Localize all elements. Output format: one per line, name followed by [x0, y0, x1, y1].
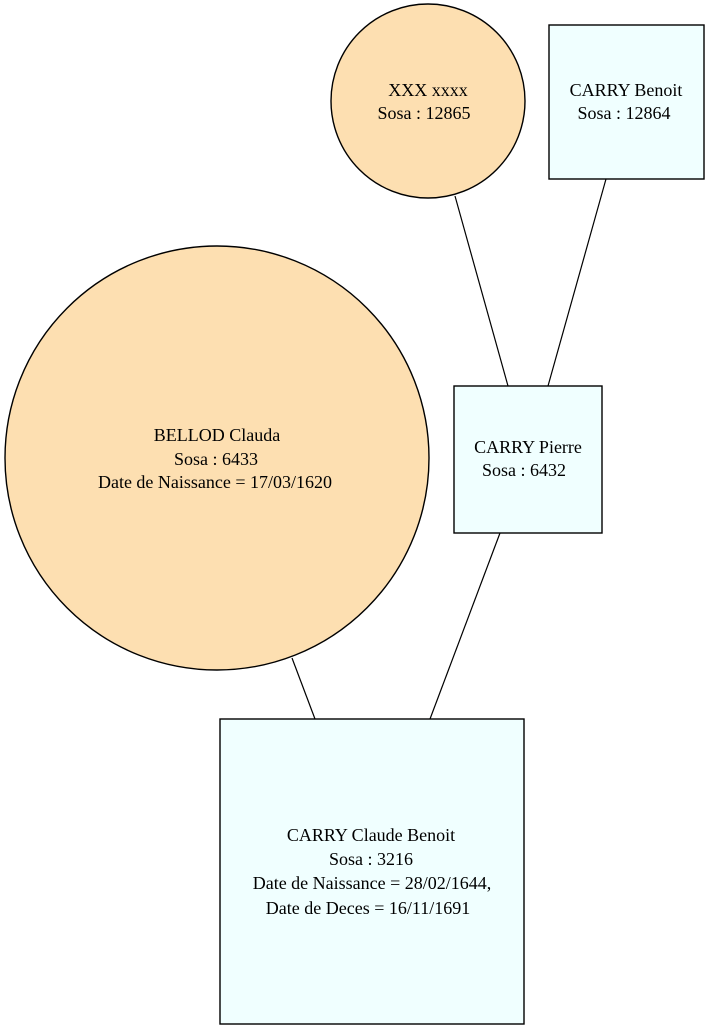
- person-name: CARRY Pierre: [474, 437, 582, 457]
- male-node-shape: [219, 718, 525, 1025]
- person-name: CARRY Benoit: [570, 80, 683, 100]
- person-node-xxx[interactable]: XXX xxxx Sosa : 12865: [330, 3, 526, 199]
- person-death-date: Date de Deces = 16/11/1691: [266, 898, 470, 918]
- male-node-shape: [548, 24, 705, 180]
- person-sosa: Sosa : 3216: [329, 849, 413, 869]
- person-node-pierre[interactable]: CARRY Pierre Sosa : 6432: [453, 385, 603, 534]
- person-node-claude[interactable]: CARRY Claude Benoit Sosa : 3216 Date de …: [219, 718, 525, 1025]
- person-name: CARRY Claude Benoit: [287, 825, 455, 845]
- person-birth-date: Date de Naissance = 28/02/1644,: [253, 873, 492, 893]
- person-sosa: Sosa : 12864: [577, 103, 670, 123]
- person-sosa: Sosa : 6433: [174, 449, 258, 469]
- female-node-shape: [330, 3, 526, 199]
- edge-xxx-to-pierre: [454, 195, 509, 387]
- person-name: BELLOD Clauda: [154, 425, 280, 445]
- female-node-shape: [4, 245, 430, 671]
- edge-bellod-to-claude: [291, 657, 316, 720]
- male-node-shape: [453, 385, 603, 534]
- person-node-benoit[interactable]: CARRY Benoit Sosa : 12864: [548, 24, 705, 180]
- person-sosa: Sosa : 6432: [482, 460, 566, 480]
- person-birth-date: Date de Naissance = 17/03/1620: [98, 472, 332, 492]
- person-name: XXX xxxx: [388, 80, 468, 100]
- edge-benoit-to-pierre: [547, 178, 607, 387]
- person-node-bellod[interactable]: BELLOD Clauda Sosa : 6433 Date de Naissa…: [4, 245, 430, 671]
- edge-pierre-to-claude: [429, 532, 501, 720]
- person-sosa: Sosa : 12865: [377, 103, 470, 123]
